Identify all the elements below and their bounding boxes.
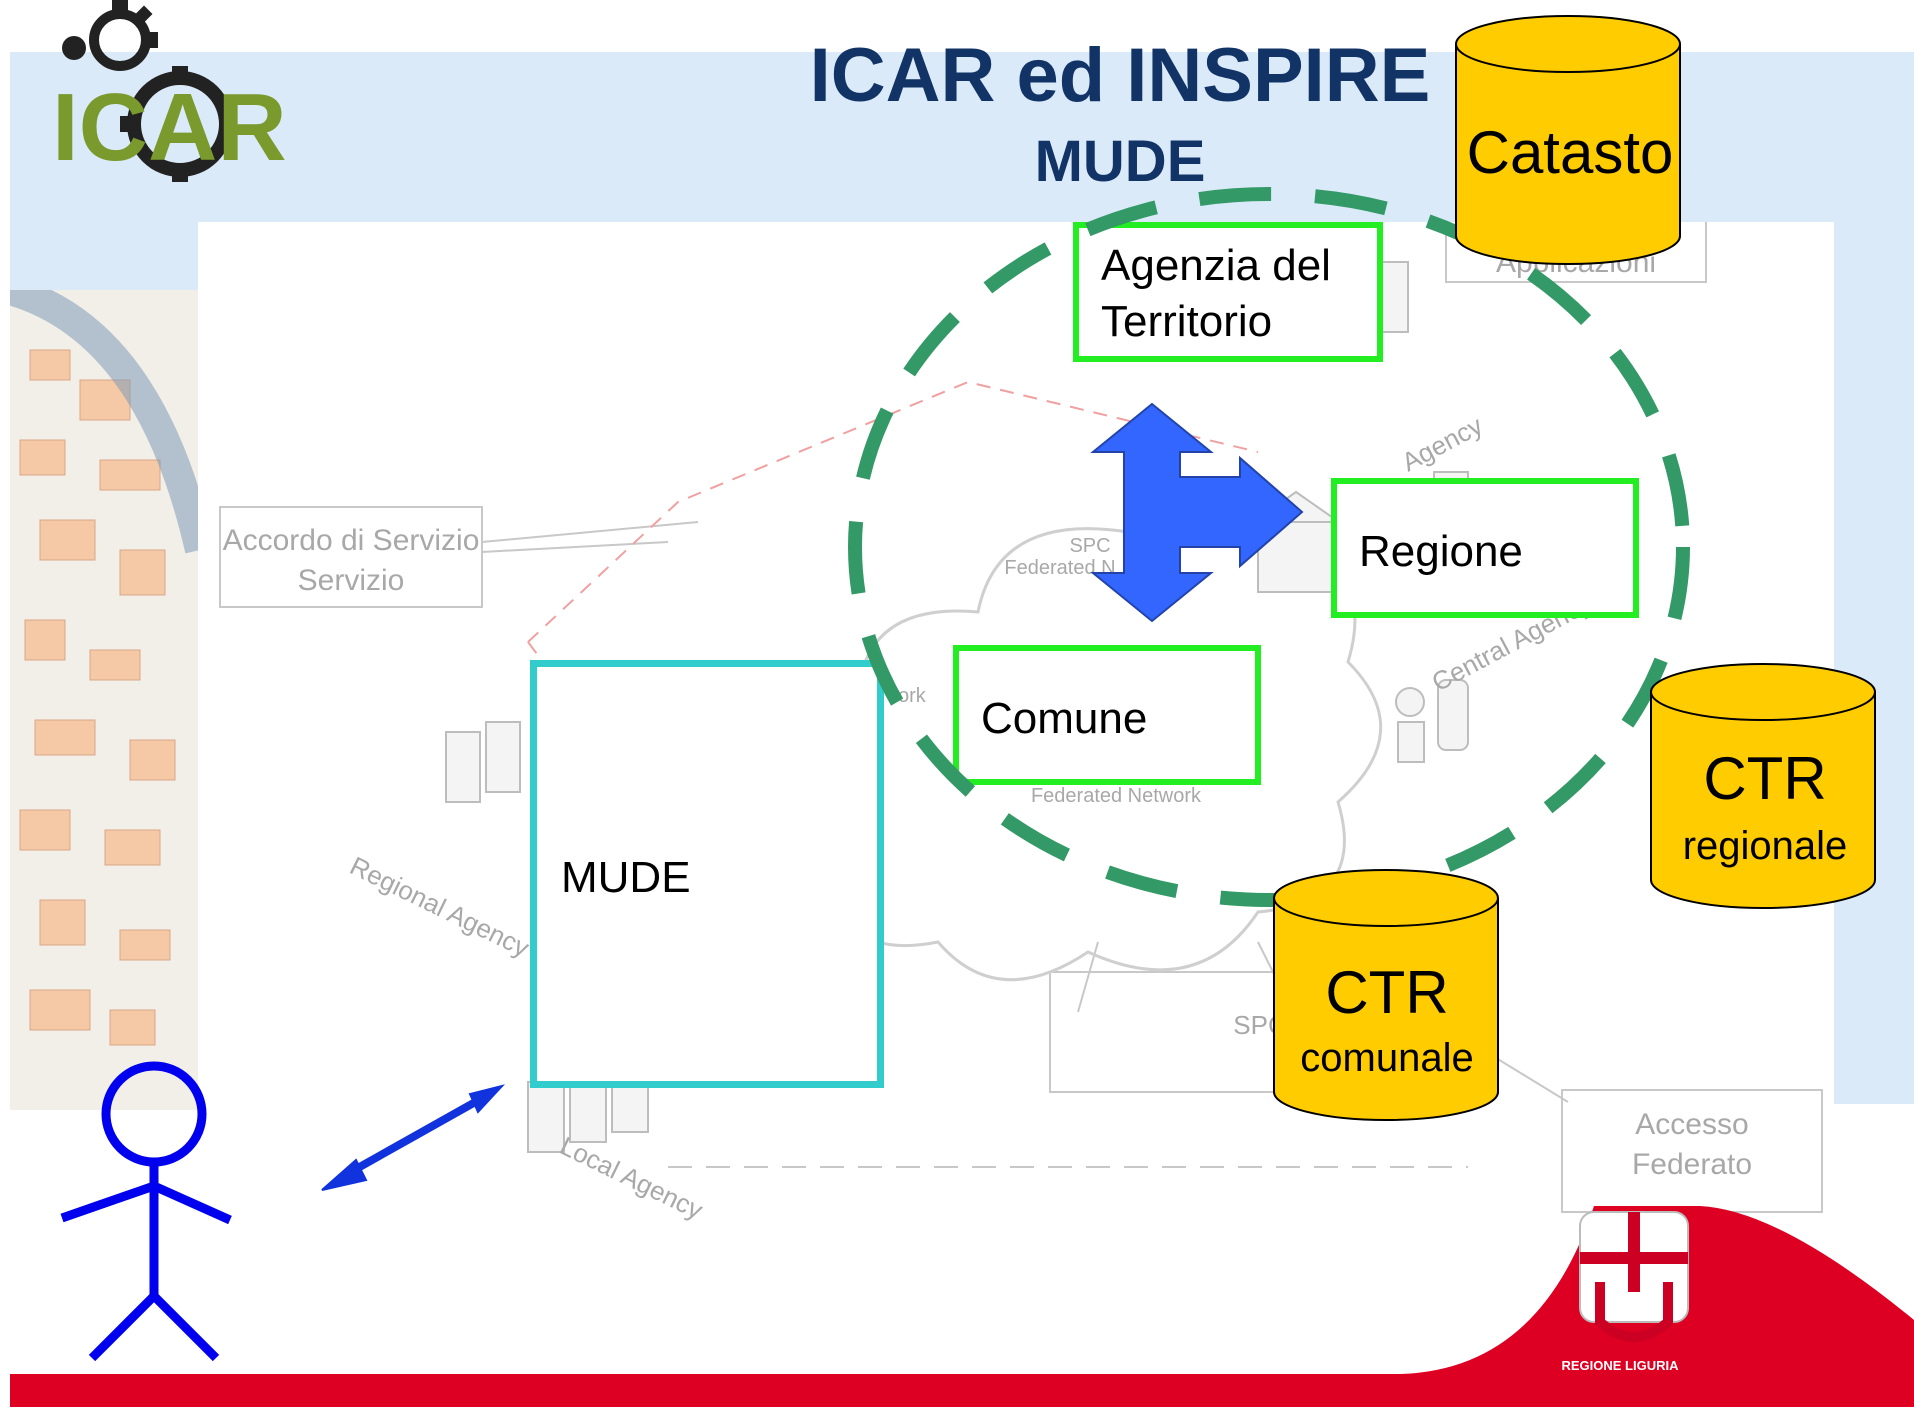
spc-federated-text: SPC: [1069, 535, 1110, 557]
map-decoration: [10, 290, 200, 1110]
inspire-dashed-circle: [848, 187, 1690, 907]
ctr-regionale-sublabel: regionale: [1682, 824, 1848, 868]
accordo-text-2: Servizio: [298, 564, 405, 597]
cross-arrow-icon: [1090, 402, 1304, 623]
page-title: ICAR ed INSPIRE: [809, 33, 1431, 118]
comune-box: Comune: [953, 645, 1261, 785]
accesso-text-1: Accesso: [1635, 1108, 1748, 1141]
federated-network-text: Federated Network: [1031, 785, 1202, 807]
network-fragment-text: ork: [898, 685, 927, 707]
page-subtitle: MUDE: [1034, 129, 1206, 194]
ctr-regionale-label: CTR: [1703, 745, 1827, 812]
icar-logo: ICAR: [40, 0, 360, 190]
regione-box: Regione: [1331, 478, 1639, 618]
user-stick-figure-icon: [60, 1061, 232, 1362]
catasto-database-icon: [1455, 15, 1681, 265]
ctr-comunale-label: CTR: [1325, 959, 1449, 1026]
user-mude-arrow-icon: [321, 1084, 506, 1191]
ctr-regionale-database-icon: [1650, 663, 1876, 909]
accordo-text-1: Accordo di Servizio: [223, 524, 480, 557]
federated-n-text: Federated N: [1004, 557, 1115, 579]
catasto-label: Catasto: [1466, 119, 1674, 186]
ctr-comunale-sublabel: comunale: [1300, 1036, 1474, 1080]
mude-box: MUDE: [530, 660, 884, 1088]
regione-liguria-logo: [1400, 1206, 1914, 1374]
logo-text: ICAR: [52, 74, 287, 181]
regione-liguria-text: REGIONE LIGURIA: [1561, 1358, 1679, 1373]
footer-red-band: [10, 1374, 1914, 1407]
accesso-text-2: Federato: [1632, 1148, 1752, 1181]
agenzia-territorio-box: Agenzia del Territorio: [1073, 222, 1383, 362]
ctr-comunale-database-icon: [1273, 869, 1499, 1121]
accordo-box: [219, 506, 483, 608]
